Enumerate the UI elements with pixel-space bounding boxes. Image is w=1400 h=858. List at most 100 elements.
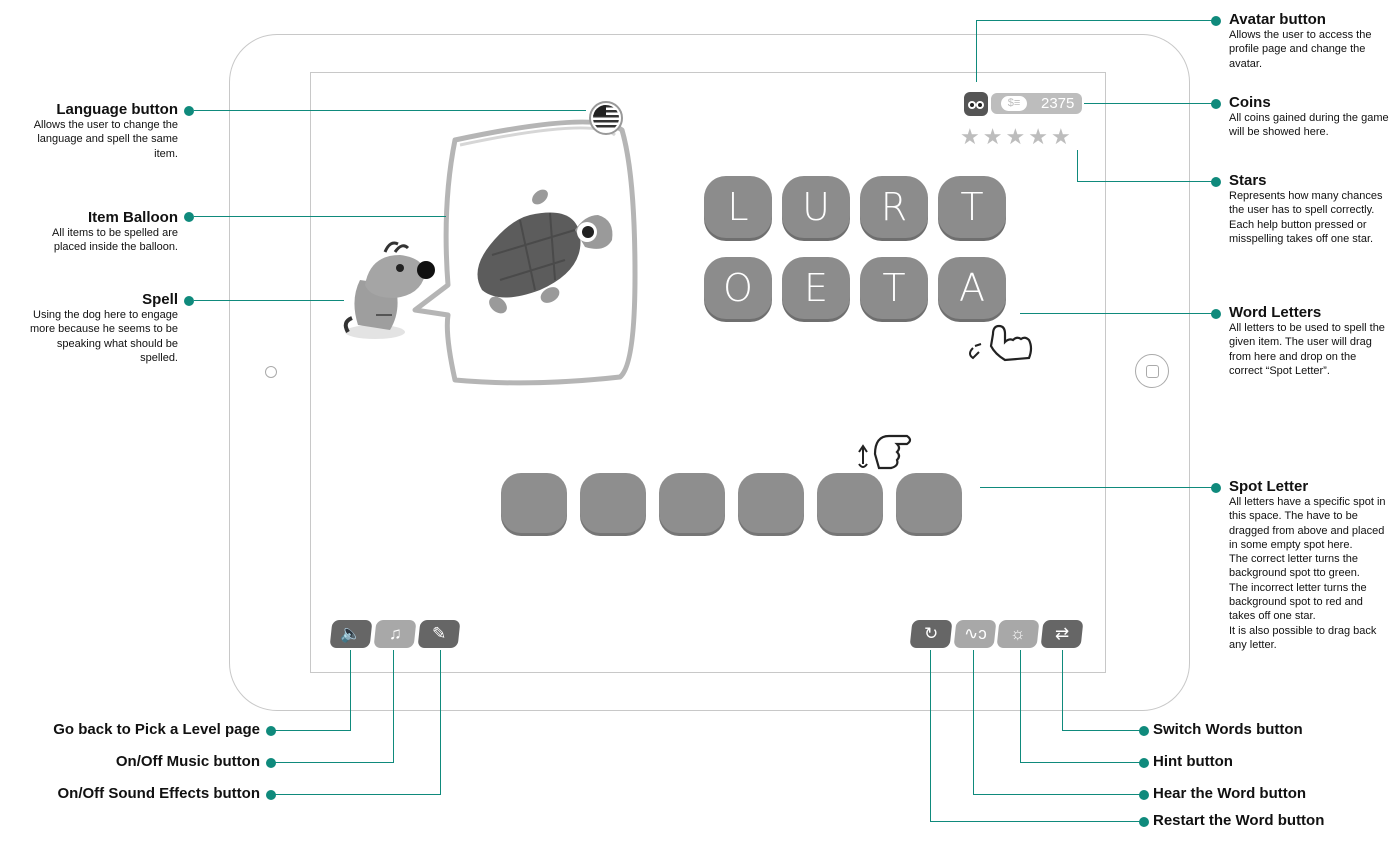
annotation-dot <box>1139 726 1149 736</box>
spot-letter[interactable] <box>501 473 567 533</box>
annotation-dot <box>266 790 276 800</box>
label-hear-word: Hear the Word button <box>1153 785 1307 802</box>
annotation-line <box>272 794 441 796</box>
annotation-desc: All letters to be used to spell the give… <box>1229 322 1385 377</box>
annotation-dot <box>1211 309 1221 319</box>
spot-letter[interactable] <box>896 473 962 533</box>
ear-icon: ∿ↄ <box>963 624 987 643</box>
label-go-back: Go back to Pick a Level page <box>53 721 260 738</box>
annotation-dot <box>184 296 194 306</box>
annotation-line <box>1084 103 1212 105</box>
annotation-line <box>194 110 586 112</box>
annotation-line <box>194 300 344 302</box>
tablet-camera <box>265 366 277 378</box>
annotation-stars: Stars Represents how many chances the us… <box>1229 172 1389 246</box>
annotation-line <box>1077 150 1079 182</box>
annotation-line <box>272 762 394 764</box>
letter-tile[interactable]: A <box>938 257 1006 319</box>
annotation-line <box>1077 181 1212 183</box>
coins-display: $≡ 2375 <box>991 93 1082 114</box>
annotation-language: Language button Allows the user to chang… <box>30 101 178 161</box>
restart-word-button[interactable]: ↻ <box>909 620 953 648</box>
annotation-line <box>1062 730 1141 732</box>
coin-stack-icon: $≡ <box>1001 96 1027 111</box>
annotation-title: Word Letters <box>1229 304 1322 321</box>
annotation-title: Item Balloon <box>87 209 178 226</box>
letter-tile[interactable]: E <box>782 257 850 319</box>
annotation-desc-line: It is also possible to drag back any let… <box>1229 624 1377 651</box>
annotation-line <box>976 20 1212 22</box>
sound-effects-button[interactable]: ✎ <box>417 620 461 648</box>
annotation-spot-letter: Spot Letter All letters have a specific … <box>1229 478 1391 652</box>
annotation-line <box>440 650 442 795</box>
letter-tile[interactable]: R <box>860 176 928 238</box>
switch-words-button[interactable]: ⇄ <box>1040 620 1084 648</box>
letter-tile[interactable]: O <box>704 257 772 319</box>
annotation-desc: Allows the user to change the language a… <box>33 119 178 160</box>
music-note-icon: ♫ <box>388 624 402 643</box>
annotation-line <box>973 794 1141 796</box>
spot-letter[interactable] <box>817 473 883 533</box>
annotation-avatar: Avatar button Allows the user to access … <box>1229 11 1389 71</box>
letter-tile[interactable]: T <box>860 257 928 319</box>
annotation-line <box>1062 650 1064 730</box>
annotation-dot <box>184 106 194 116</box>
speaker-icon: 🔈 <box>340 624 362 643</box>
spot-letters-row <box>501 473 962 533</box>
star-icon: ★ <box>982 124 1003 149</box>
language-flag-icon[interactable] <box>588 100 624 136</box>
annotation-word-letters: Word Letters All letters to be used to s… <box>1229 304 1389 378</box>
word-letters-row-2: O E T A <box>704 257 1006 319</box>
item-balloon <box>412 119 638 386</box>
annotation-dot <box>266 726 276 736</box>
annotation-dot <box>266 758 276 768</box>
sound-button[interactable]: 🔈 <box>329 620 373 648</box>
spot-letter[interactable] <box>580 473 646 533</box>
restart-icon: ↻ <box>923 624 939 643</box>
annotation-line <box>1020 762 1141 764</box>
annotation-dot <box>1211 177 1221 187</box>
avatar-icon[interactable] <box>964 92 988 116</box>
spell-dog[interactable] <box>340 240 440 345</box>
label-switch-words: Switch Words button <box>1153 721 1303 738</box>
hand-drop-hint-icon <box>858 434 912 470</box>
annotation-desc-line: The incorrect letter turns the backgroun… <box>1229 581 1367 623</box>
music-button[interactable]: ♫ <box>373 620 417 648</box>
coins-value: 2375 <box>1041 95 1075 112</box>
star-icon: ★ <box>1005 124 1026 149</box>
annotation-line <box>980 487 1212 489</box>
annotation-line <box>393 650 395 762</box>
spot-letter[interactable] <box>738 473 804 533</box>
letter-tile[interactable]: L <box>704 176 772 238</box>
annotation-line <box>1020 650 1022 762</box>
annotation-line <box>973 650 975 795</box>
star-icon: ★ <box>1050 124 1071 149</box>
lightbulb-icon: ☼ <box>1010 624 1026 643</box>
hear-word-button[interactable]: ∿ↄ <box>953 620 997 648</box>
letter-tile[interactable]: U <box>782 176 850 238</box>
annotation-desc: Using the dog here to engage more becaus… <box>30 309 178 364</box>
annotation-dot <box>1211 483 1221 493</box>
letter-tile[interactable]: T <box>938 176 1006 238</box>
hint-button[interactable]: ☼ <box>996 620 1040 648</box>
annotation-line <box>194 216 446 218</box>
annotation-title: Spot Letter <box>1229 478 1309 495</box>
stars-row: ★ ★ ★ ★ ★ <box>960 126 1071 148</box>
annotation-title: Stars <box>1229 172 1267 189</box>
switch-arrows-icon: ⇄ <box>1054 624 1070 643</box>
annotation-dot <box>1139 758 1149 768</box>
annotation-title: Spell <box>142 291 178 308</box>
annotation-dot <box>1211 99 1221 109</box>
label-sound-effects: On/Off Sound Effects button <box>57 785 260 802</box>
label-hint: Hint button <box>1153 753 1233 770</box>
star-icon: ★ <box>1028 124 1048 149</box>
star-icon: ★ <box>960 124 980 149</box>
pencil-icon: ✎ <box>431 624 447 643</box>
annotation-desc: All coins gained during the game will be… <box>1229 112 1389 139</box>
tablet-screen <box>310 72 1106 673</box>
annotation-line <box>350 650 352 730</box>
annotation-title: Language button <box>56 101 178 118</box>
annotation-desc: Allows the user to access the profile pa… <box>1229 29 1372 70</box>
spot-letter[interactable] <box>659 473 725 533</box>
annotation-dot <box>1211 16 1221 26</box>
